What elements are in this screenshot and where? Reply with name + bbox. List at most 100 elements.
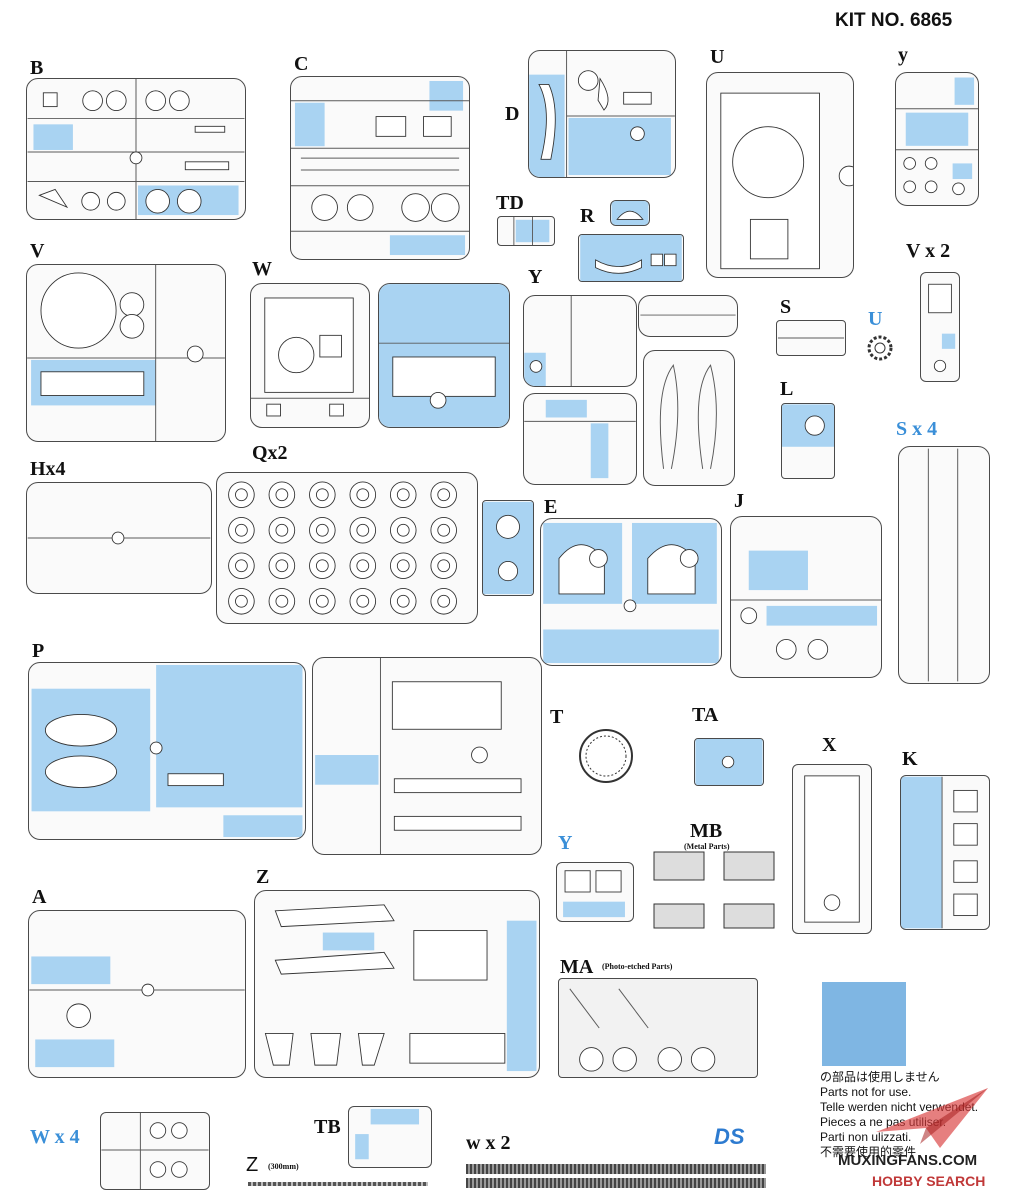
road-wheel-hub [396,559,410,573]
sprue-q-side-drawing [483,501,533,595]
track-link-strip-2 [466,1178,766,1188]
sprue-label-z: Z [256,866,270,888]
road-wheel-hub [315,523,329,537]
sprue-w-x4-drawing [101,1113,209,1189]
sprue-label-y: Y [528,266,543,288]
sprue-ma-drawing [569,988,716,1072]
sprue-a [28,910,246,1078]
sprue-y-blue-drawing [563,870,625,918]
road-wheel-hub [315,488,329,502]
sprue-label-l: L [780,378,794,400]
road-wheel-hub [356,594,370,608]
sprue-td [497,216,555,246]
sprue-label-u-blue: U [868,308,883,330]
sprue-q-side [482,500,534,596]
sprue-d-drawing [529,51,675,177]
sprue-w [250,283,370,428]
road-wheel-hub [235,523,248,537]
sprue-r-drawing [580,235,682,281]
sprue-c-drawing [291,80,469,256]
u-ring-part [867,335,893,361]
sprue-y-top-right-drawing [640,314,736,316]
road-wheel-hub [235,488,248,502]
note-it: Parti non ulizzati. [820,1130,912,1144]
sprue-j [730,516,882,678]
sprue-r-top-drawing [611,201,649,225]
sprue-label-tb: TB [314,1116,341,1138]
sprue-label-a: A [32,886,47,908]
sprue-u [706,72,854,278]
note-en: Parts not for use. [820,1085,912,1099]
note-jp: の部品は使用しません [820,1070,940,1084]
sprue-label-w: W [252,258,272,280]
sprue-r [578,234,684,282]
sprue-label-w-x4: W x 4 [30,1126,80,1148]
road-wheel-hub [235,559,248,573]
mb-note: (Metal Parts) [684,842,730,851]
sprue-label-mb: MB [690,820,723,842]
sprue-y-bottom [523,393,637,485]
sprue-ma [558,978,758,1078]
sprue-h-x4-drawing [27,531,211,545]
sprue-k-drawing [901,776,978,929]
sprue-w-part2-drawing [379,284,509,427]
mb-metal-parts [653,851,775,929]
sprue-y-top-right [638,295,738,337]
sprue-k [900,775,990,930]
sprue-p [28,662,306,840]
sprue-label-j: J [734,490,744,512]
road-wheel-hub [437,488,451,502]
sprue-label-c: C [294,53,309,75]
sprue-b [26,78,246,220]
road-wheel-hub [396,594,410,608]
sprue-l-drawing [782,404,834,447]
sprue-z-drawing [264,904,537,1072]
sprue-e-drawing [543,522,719,664]
road-wheel-hub [275,594,289,608]
note-cn: 不需要使用的零件 [820,1145,917,1159]
ma-note: (Photo-etched Parts) [602,962,673,971]
sprue-label-v-x2: V x 2 [906,240,951,262]
sprue-y-blue [556,862,634,922]
ds-logo: DS [714,1124,745,1149]
sprue-label-s-x4: S x 4 [896,418,938,440]
sprue-label-y-small: y [898,44,908,66]
sprue-ta-drawing [695,739,763,785]
road-wheel-hub [437,523,451,537]
z-antenna-rod [248,1182,428,1186]
sprue-label-u: U [710,46,725,68]
sprue-w-part2 [378,283,510,428]
sprue-x [792,764,872,934]
sprue-v-x2-drawing [928,283,956,373]
watermark-hobby-search: HOBBY SEARCH [872,1173,986,1189]
sprue-label-d: D [505,103,520,125]
sprue-label-y-blue: Y [558,832,573,854]
track-link-strip-1 [466,1164,766,1174]
sprue-s-x4-drawing [927,448,959,682]
sprue-q-x2-drawing [228,481,457,615]
sprue-u-drawing [720,92,853,270]
sprue-y-small [895,72,979,206]
road-wheel-hub [315,594,329,608]
road-wheel-hub [356,488,370,502]
sprue-x-drawing [804,775,860,923]
sprue-label-ma: MA [560,956,594,978]
sprue-label-r: R [580,205,595,227]
road-wheel-hub [396,488,410,502]
sprue-label-x: X [822,734,837,756]
sprue-v [26,264,226,442]
not-used-swatch [822,982,906,1066]
sprue-l [781,403,835,479]
paper-plane-icon [876,1088,988,1148]
sprue-label-td: TD [496,192,524,214]
road-wheel-hub [315,559,329,573]
sprue-y-harness [643,350,735,486]
sprue-c [290,76,470,260]
road-wheel-hub [437,594,451,608]
sprue-s-drawing [777,337,845,339]
sprue-h-x4 [26,482,212,594]
sprue-y-small-drawing [896,77,978,196]
label-z-bottom: Z [246,1154,259,1176]
sprue-label-t: T [550,706,564,728]
sprue-label-v: V [30,240,45,262]
